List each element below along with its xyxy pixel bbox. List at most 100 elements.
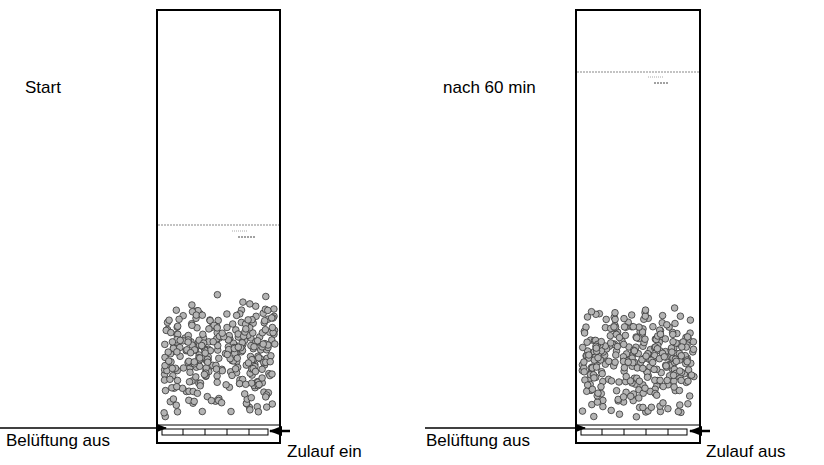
sludge-granule [206, 326, 213, 333]
sludge-granule [166, 358, 173, 365]
sludge-granule [636, 395, 643, 402]
sludge-granule [581, 330, 588, 337]
inflow-arrow [690, 430, 710, 433]
sludge-granule [236, 380, 243, 387]
sludge-granule [688, 372, 695, 379]
sludge-granule [675, 408, 682, 415]
sludge-granule [204, 359, 211, 366]
sludge-granule [690, 346, 697, 353]
state-label: Start [25, 78, 61, 98]
sludge-granule [228, 408, 235, 415]
sludge-granule [194, 390, 201, 397]
sludge-granule [636, 378, 643, 385]
sludge-granule [662, 362, 669, 369]
sludge-granule [630, 347, 637, 354]
sludge-granule [269, 324, 276, 331]
sludge-granule [657, 331, 664, 338]
sludge-granule [180, 365, 187, 372]
sludge-granule [174, 323, 181, 330]
sludge-granule [659, 312, 666, 319]
sludge-granule [251, 344, 258, 351]
sludge-granule [676, 387, 683, 394]
sludge-granule [252, 368, 259, 375]
sludge-granule [187, 369, 194, 376]
sludge-granule [259, 366, 266, 373]
sludge-granule [672, 320, 679, 327]
sludge-granule [630, 323, 637, 330]
sludge-granule [187, 349, 194, 356]
reactor-column-start [157, 10, 280, 443]
sludge-granule [202, 350, 209, 357]
sludge-granule [598, 383, 605, 390]
sludge-granule [651, 366, 658, 373]
sludge-granule [229, 321, 236, 328]
sludge-granule [198, 342, 205, 349]
sludge-granule [621, 315, 628, 322]
sludge-granule [170, 396, 177, 403]
sludge-granule [612, 316, 619, 323]
sludge-granule [657, 377, 664, 384]
sludge-granule [214, 373, 221, 380]
sludge-granule [265, 307, 272, 314]
sludge-granule [255, 409, 262, 416]
sludge-granule [176, 316, 183, 323]
sludge-granule [687, 317, 694, 324]
sludge-granule [679, 344, 686, 351]
sludge-granule [654, 345, 661, 352]
sludge-granule [214, 379, 221, 386]
sludge-granule [611, 324, 618, 331]
sludge-granule [272, 341, 279, 348]
sludge-granule [594, 399, 601, 406]
inflow-arrow [270, 430, 290, 433]
sludge-granule [613, 387, 620, 394]
sludge-granule [620, 394, 627, 401]
sludge-granule [247, 301, 254, 308]
sludge-granule [199, 408, 206, 415]
sludge-granule [218, 399, 225, 406]
sludge-granule [649, 359, 656, 366]
sludge-granule [269, 371, 276, 378]
sludge-granule [177, 337, 184, 344]
sludge-granule [616, 334, 623, 341]
sludge-granule [607, 332, 614, 339]
sludge-granule [199, 312, 206, 319]
sludge-granule [677, 402, 684, 409]
sludge-granule [174, 324, 181, 331]
sludge-granule [608, 378, 615, 385]
sludge-granule [214, 291, 221, 298]
sludge-granule [162, 341, 169, 348]
sludge-granule [193, 374, 200, 381]
sludge-granule [608, 407, 615, 414]
sludge-granule [581, 369, 588, 376]
sludge-granule [631, 348, 638, 355]
sludge-granule [169, 339, 176, 346]
sludge-granule [642, 385, 649, 392]
sludge-granule [685, 378, 692, 385]
sludge-granule [613, 352, 620, 359]
sludge-granule [233, 312, 240, 319]
sludge-granule [584, 339, 591, 346]
sludge-granule [260, 341, 267, 348]
sludge-granule [614, 343, 621, 350]
sludge-granule [600, 403, 607, 410]
sludge-granule [263, 404, 270, 411]
sludge-granule [169, 365, 176, 372]
sludge-granule [245, 360, 252, 367]
sludge-granule [208, 397, 215, 404]
sludge-granule [216, 355, 223, 362]
sludge-granule [240, 299, 247, 306]
sludge-granule [167, 376, 174, 383]
sludge-granule [214, 325, 221, 332]
sludge-granule [628, 312, 635, 319]
sludge-granule [591, 413, 598, 420]
sludge-granule [267, 358, 274, 365]
sludge-granule [678, 377, 685, 384]
sludge-granule [661, 354, 668, 361]
sludge-granule [625, 359, 632, 366]
sludge-granule [625, 359, 632, 366]
sludge-granule [653, 392, 660, 399]
sludge-granule [677, 368, 684, 375]
sludge-granule [210, 338, 217, 345]
sludge-granule [640, 404, 647, 411]
